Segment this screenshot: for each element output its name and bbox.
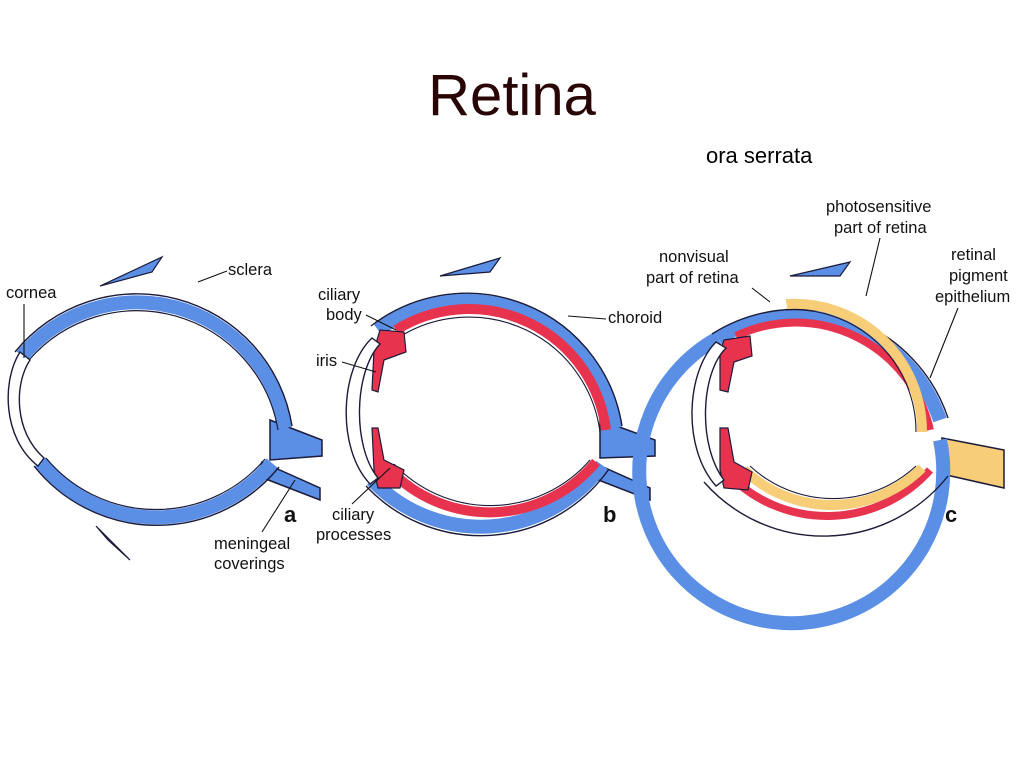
cornea-b [345,337,382,485]
ora-serrata-caption: ora serrata [706,143,813,168]
leader-ciliary-body [365,314,397,331]
label-meningeal-2: coverings [214,555,285,573]
ora-serrata-marker [780,287,788,309]
retina-inner-outline-c [749,309,917,500]
label-cornea: cornea [6,284,57,302]
sclera-b [366,293,622,534]
leader-sclera [197,270,228,283]
sclera-c-top [714,309,947,423]
optic-stalk-a [269,418,323,461]
label-ciliary-body-2: body [326,306,363,324]
label-pigment-1: retinal [951,246,996,264]
iris-upper-c [719,335,753,393]
sclera-outline-b [365,292,623,537]
label-pigment-2: pigment [949,267,1008,285]
panel-a: sclera cornea meningeal coverings a [6,255,323,573]
label-nonvisual-2: part of retina [646,269,739,287]
label-nonvisual-1: nonvisual [659,248,729,266]
sclera-c [632,331,951,631]
panel-b: ciliary body iris choroid ciliary proces… [316,256,662,544]
iris-lower-c [719,427,753,491]
leader-iris [341,361,377,373]
choroid-b [386,304,611,518]
label-sclera: sclera [228,261,273,279]
label-photosensitive-2: part of retina [834,219,927,237]
leader-ciliary-processes [351,467,391,505]
sclera-flap-top-a [99,255,164,287]
leader-pigment [929,307,959,379]
optic-nerve-c [941,437,1005,489]
panel-c: nonvisual part of retina photosensitive … [632,198,1010,631]
label-ciliary-processes-1: ciliary [332,506,375,524]
leader-photosensitive [865,237,881,297]
label-photosensitive-1: photosensitive [826,198,932,216]
leader-nonvisual [751,287,771,303]
label-iris: iris [316,352,337,370]
retina-c [740,298,928,510]
cornea-a [7,350,45,467]
leader-meningeal [261,479,296,533]
label-pigment-3: epithelium [935,288,1010,306]
label-ciliary-body-1: ciliary [318,286,361,304]
panel-letter-c: c [945,502,957,527]
label-ciliary-processes-2: processes [316,526,391,544]
slide-title: Retina [428,63,596,128]
panel-letter-b: b [603,502,616,527]
sclera-flap-top-b [439,256,502,277]
sclera-flap-top-c [789,261,852,277]
sclera-inner-outline-a [28,310,279,511]
sclera-flap-bottom-a [95,525,131,561]
choroid-inner-outline-b [393,316,601,507]
sclera-outline-a [14,293,293,526]
label-meningeal-1: meningeal [214,535,290,553]
iris-upper-b [371,329,407,393]
sclera-a [16,295,292,525]
leader-choroid [567,315,607,320]
panel-letter-a: a [284,502,297,527]
label-choroid: choroid [608,309,662,327]
cornea-c [691,341,728,487]
